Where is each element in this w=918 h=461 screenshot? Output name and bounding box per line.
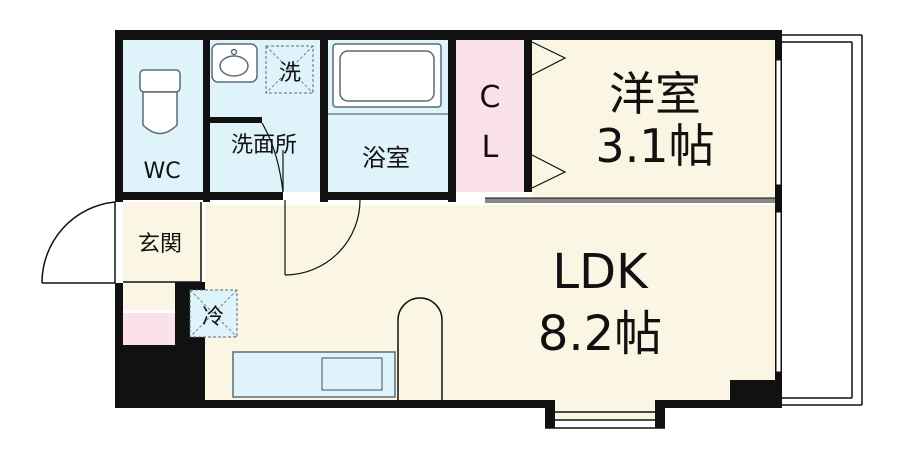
closet-floor [456,40,524,192]
washroom-door [261,122,284,193]
wc-label: WC [143,159,180,184]
shoe-box [123,313,175,348]
ldk-size: 8.2帖 [538,306,662,362]
western-room-name: 洋室 [609,67,701,121]
western-room-size: 3.1帖 [595,119,714,173]
kitchen-counter [232,351,396,398]
sliding-partition [485,198,775,203]
bathroom-label: 浴室 [362,144,410,172]
toilet-fixture [139,69,181,135]
washer-space [265,45,314,94]
entrance-step [123,202,202,283]
fridge-label: 冷 [202,305,224,330]
interior-walls [123,40,532,202]
ldk-name: LDK [552,244,649,300]
ldk-door [284,199,361,276]
washbasin-fixture [211,43,258,83]
entrance-door [41,201,116,284]
entrance-label: 玄関 [138,232,182,257]
closet-doors [531,41,567,189]
closet-label-l: L [482,130,499,165]
bay-window [545,411,665,429]
balcony [780,34,863,406]
washer-label: 洗 [279,61,301,86]
east-windows [775,59,782,373]
bathtub-fixture [332,43,442,108]
closet-label-c: C [480,80,501,115]
western-room-floor [532,40,775,198]
washroom-label: 洗面所 [231,133,297,158]
kitchen-partition [397,297,443,400]
bay-window-floor [555,400,655,420]
